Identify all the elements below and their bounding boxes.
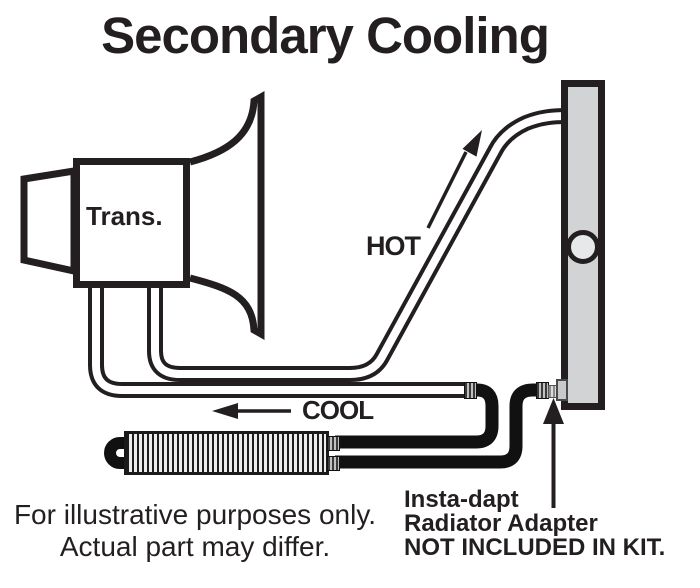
cooler-return-bend (104, 437, 128, 469)
page-title: Secondary Cooling (101, 7, 550, 64)
hot-line (147, 108, 568, 382)
hot-flow-arrow-icon (426, 130, 482, 229)
radiator-adapter-fitting (556, 379, 568, 401)
radiator-cap-icon (566, 230, 600, 264)
transmission-bellhousing (189, 90, 265, 341)
transmission-tailshaft (20, 166, 78, 276)
hose-clamp-return-line (464, 382, 477, 399)
cool-line (88, 287, 467, 398)
hose-clamp-cooler-top (327, 436, 340, 451)
hose-lower (335, 383, 541, 469)
footnote: For illustrative purposes only. Actual p… (0, 499, 390, 563)
hose-upper (335, 383, 499, 449)
hose-clamp-cooler-bottom (327, 456, 340, 471)
adapter-callout-line1: Insta-dapt (404, 486, 519, 513)
adapter-callout-line2: Radiator Adapter (404, 510, 598, 537)
cool-flow-arrow-icon (212, 403, 291, 419)
adapter-pointer-arrow-icon (543, 398, 564, 508)
adapter-callout: Insta-dapt Radiator Adapter NOT INCLUDED… (404, 488, 696, 560)
transmission-body (73, 158, 190, 288)
hot-flow-label: HOT (366, 231, 421, 261)
transmission-label: Trans. (86, 201, 163, 231)
footnote-line1: For illustrative purposes only. (13, 499, 377, 530)
adapter-callout-line3: NOT INCLUDED IN KIT. (404, 534, 666, 561)
footnote-line2: Actual part may differ. (59, 531, 331, 562)
auxiliary-cooler (124, 431, 329, 475)
cool-flow-label: COOL (302, 395, 374, 425)
